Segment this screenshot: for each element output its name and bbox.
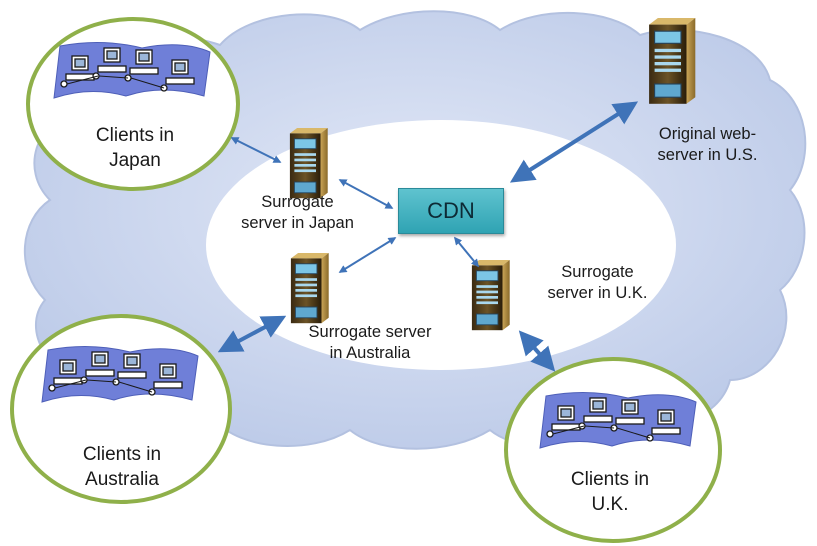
clients-australia-label: Clients in Australia <box>82 444 162 490</box>
computer-workstation-icon <box>53 41 211 99</box>
computer-workstation-icon <box>539 391 697 449</box>
clients-uk-label: Clients in U.K. <box>570 469 650 515</box>
server-tower-icon <box>648 18 696 105</box>
server-tower-icon <box>290 253 330 324</box>
arrow-australia-clients-surrogate <box>217 315 287 353</box>
arrow-uk-surrogate-cdn <box>453 236 480 268</box>
arrow-uk-surrogate-clients <box>518 330 556 372</box>
server-tower-icon <box>471 260 511 331</box>
origin-server-label: Original web- server in U.S. <box>657 125 758 165</box>
arrow-origin-cdn <box>509 101 639 183</box>
computer-workstation-icon <box>41 345 199 403</box>
arrow-japan-surrogate-cdn <box>338 179 394 209</box>
arrow-australia-surrogate-cdn <box>338 237 397 273</box>
surrogate-uk-label: Surrogate server in U.K. <box>547 263 648 303</box>
cdn-node: CDN <box>398 188 504 234</box>
cdn-label: CDN <box>427 198 475 223</box>
clients-japan-label: Clients in Japan <box>95 125 175 171</box>
surrogate-australia-label: Surrogate server in Australia <box>308 323 432 363</box>
surrogate-japan-label: Surrogate server in Japan <box>241 193 354 233</box>
server-tower-icon <box>289 128 329 199</box>
arrow-japan-clients-surrogate <box>230 137 282 163</box>
